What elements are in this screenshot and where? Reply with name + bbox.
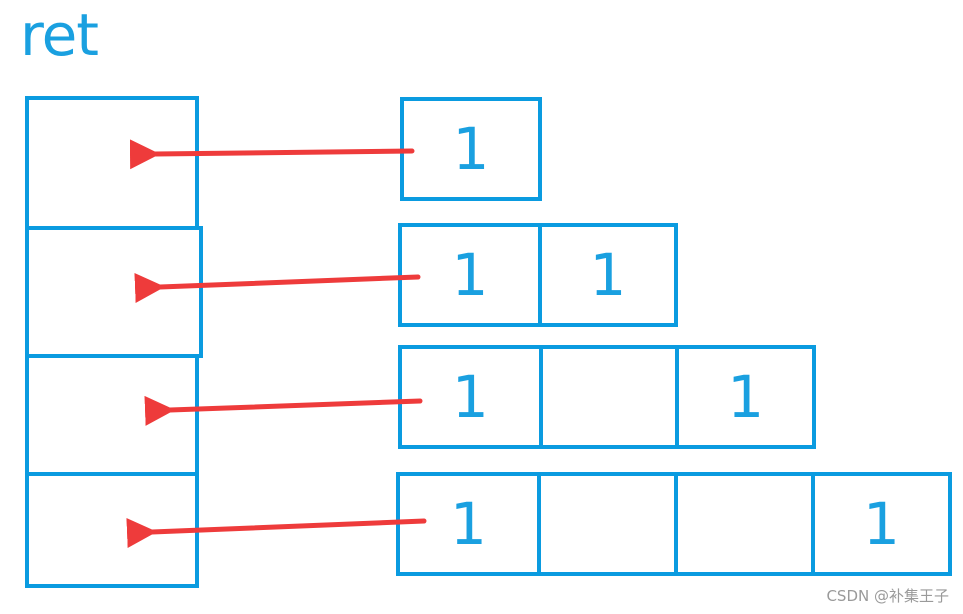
arrow-3 [126, 518, 427, 548]
row-3-cell-2 [673, 476, 811, 572]
row-1: 1 1 [398, 223, 678, 327]
row-0-cell-0: 1 [452, 115, 490, 183]
row-2-cell-1 [538, 349, 676, 445]
row-3-cell-3: 1 [810, 476, 948, 572]
row-1-cell-1: 1 [537, 227, 674, 323]
row-3-cell-1 [536, 476, 674, 572]
row-2: 1 1 [398, 345, 816, 449]
row-1-cell-0: 1 [451, 241, 489, 309]
row-2-cell-0: 1 [451, 363, 489, 431]
row-2-cell-2: 1 [675, 349, 812, 445]
ret-array [25, 96, 205, 588]
ret-slot-2 [25, 354, 199, 476]
arrow-1 [134, 272, 421, 303]
row-3: 1 1 [396, 472, 952, 576]
watermark: CSDN @补集王子 [826, 587, 949, 605]
arrow-0 [129, 139, 415, 170]
row-3-cell-0: 1 [450, 490, 487, 558]
arrow-2 [144, 395, 423, 426]
ret-slot-0 [25, 96, 199, 230]
title-ret: ret [20, 1, 99, 69]
